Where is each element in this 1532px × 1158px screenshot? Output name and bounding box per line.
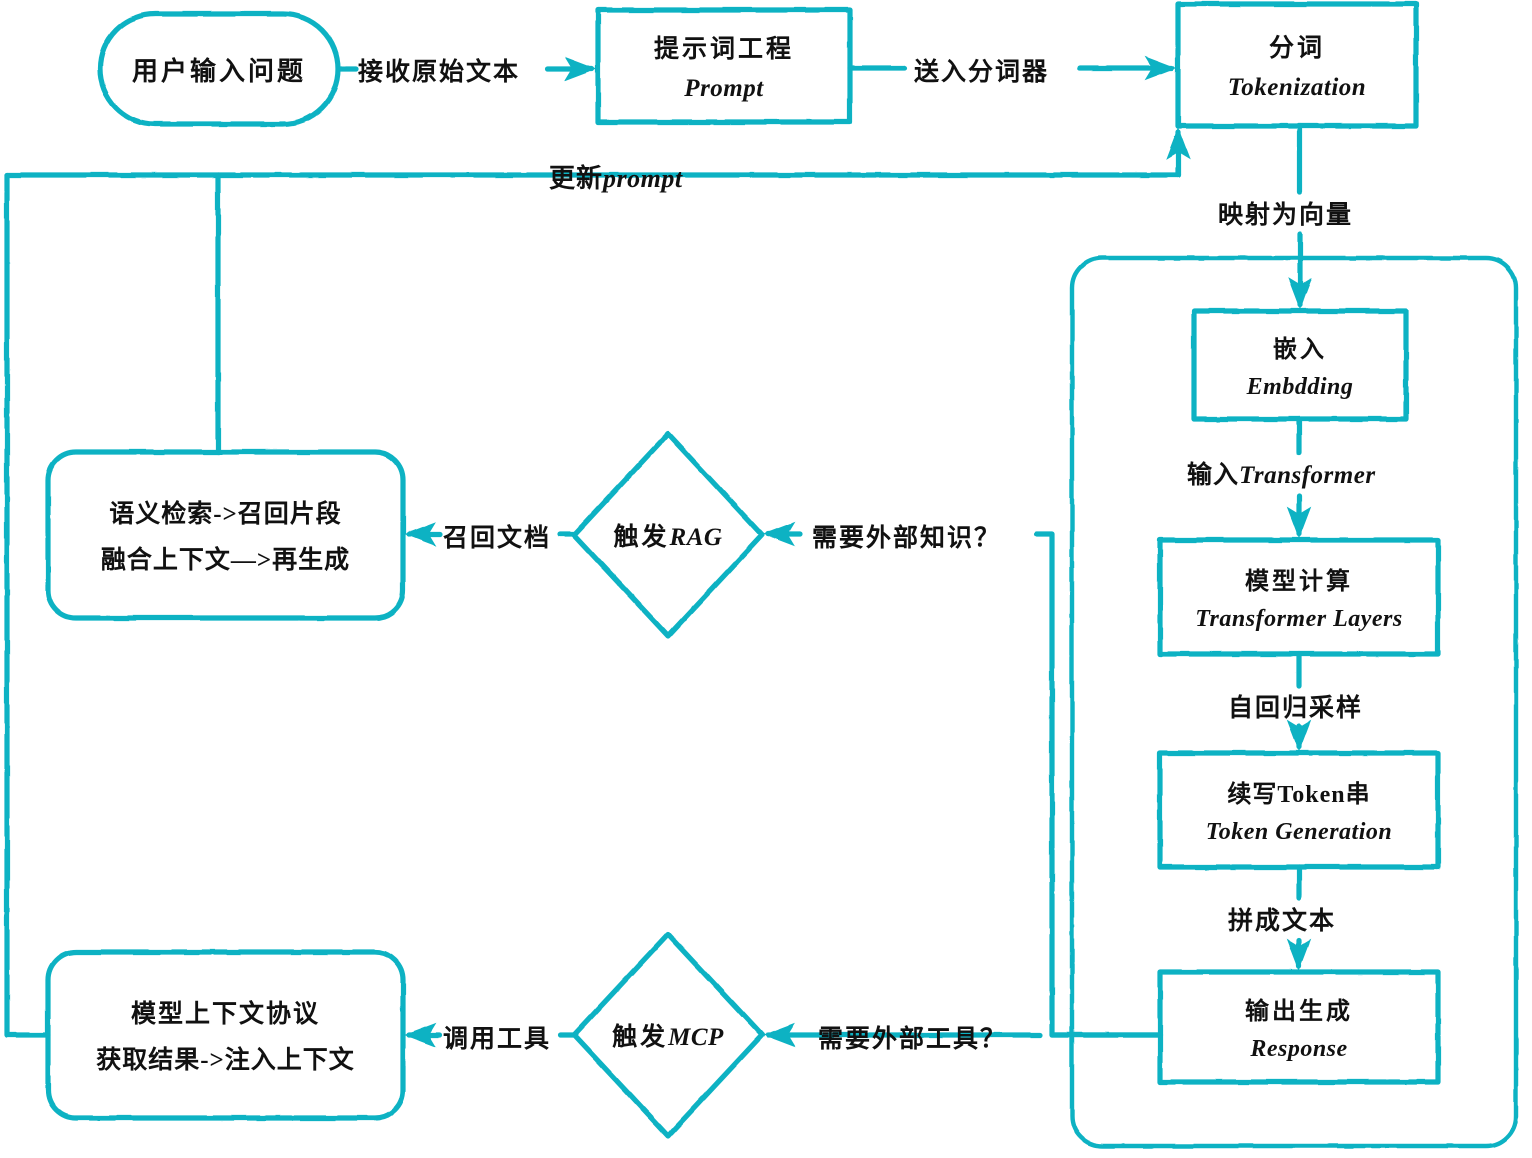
rag-result-line2: 融合上下文—>再生成 xyxy=(100,547,351,574)
rag-result-line1: 语义检索->召回片段 xyxy=(109,501,342,528)
update-prompt-en: prompt xyxy=(603,164,683,193)
mcp-result-line2: 获取结果->注入上下文 xyxy=(96,1047,355,1074)
edge-mcp-loopback xyxy=(4,172,51,1038)
transformer-cn: 模型计算 xyxy=(1245,569,1353,595)
node-label-rag-result: 语义检索->召回片段 融合上下文—>再生成 xyxy=(48,452,403,618)
node-label-prompt: 提示词工程 Prompt xyxy=(598,10,850,122)
node-shape-mcp-decision xyxy=(571,931,765,1139)
tokenization-cn: 分词 xyxy=(1268,35,1325,62)
node-label-transformer: 模型计算 Transformer Layers xyxy=(1160,540,1438,654)
response-en: Response xyxy=(1250,1036,1348,1062)
transformer-en: Transformer Layers xyxy=(1195,606,1403,632)
tokengen-en: Token Generation xyxy=(1205,819,1393,845)
tokengen-cn: 续写Token串 xyxy=(1227,782,1371,808)
rag-en: RAG xyxy=(669,524,723,551)
tokenization-en: Tokenization xyxy=(1227,74,1367,101)
edge-response-rag xyxy=(1034,531,1163,1038)
embedding-cn: 嵌入 xyxy=(1273,337,1327,363)
edge-label-recall-doc: 召回文档 xyxy=(443,525,552,552)
inference-container xyxy=(1069,255,1519,1149)
prompt-cn: 提示词工程 xyxy=(653,36,794,63)
edge-label-transformer-tokengen: 自回归采样 xyxy=(1228,695,1364,722)
node-shape-tokenization xyxy=(1175,1,1419,129)
mcp-result-line1: 模型上下文协议 xyxy=(130,1001,320,1028)
mcp-decision-text: 触发 MCP xyxy=(612,1017,724,1053)
prompt-en: Prompt xyxy=(684,75,764,102)
node-label-mcp-decision: 触发 MCP xyxy=(574,934,762,1136)
edge-label-prompt-tokenization: 送入分词器 xyxy=(914,59,1050,86)
node-label-rag-decision: 触发 RAG xyxy=(574,434,762,636)
embed-transformer-cn: 输入 xyxy=(1187,462,1240,489)
edge-label-call-tool: 调用工具 xyxy=(443,1026,552,1053)
user-input-cn: 用户输入问题 xyxy=(131,56,306,86)
node-label-mcp-result: 模型上下文协议 获取结果->注入上下文 xyxy=(48,952,403,1118)
node-shape-response xyxy=(1157,969,1441,1085)
mcp-en: MCP xyxy=(668,1024,724,1051)
embedding-en: Embdding xyxy=(1246,374,1354,400)
edge-label-need-knowledge: 需要外部知识？ xyxy=(812,525,1002,552)
rag-decision-text: 触发 RAG xyxy=(614,517,723,553)
edge-label-need-tools: 需要外部工具？ xyxy=(818,1026,1008,1053)
node-label-user-input: 用户输入问题 xyxy=(100,14,338,124)
node-shape-rag-result xyxy=(45,449,406,621)
node-shape-rag-decision xyxy=(571,431,765,639)
response-cn: 输出生成 xyxy=(1245,999,1353,1025)
edge-label-tokengen-response: 拼成文本 xyxy=(1228,908,1337,935)
node-label-embedding: 嵌入 Embdding xyxy=(1194,311,1406,419)
edge-label-update-prompt: 更新prompt xyxy=(549,158,683,195)
node-label-response: 输出生成 Response xyxy=(1160,972,1438,1082)
edge-label-input-prompt: 接收原始文本 xyxy=(358,59,521,86)
node-label-token-generation: 续写Token串 Token Generation xyxy=(1160,753,1438,867)
rag-cn: 触发 xyxy=(613,524,670,551)
node-label-tokenization: 分词 Tokenization xyxy=(1178,4,1416,126)
mcp-cn: 触发 xyxy=(612,1024,669,1051)
update-prompt-cn: 更新 xyxy=(549,164,604,193)
edge-label-tokenization-embedding: 映射为向量 xyxy=(1218,202,1354,229)
edge-label-embedding-transformer: 输入Transformer xyxy=(1187,455,1376,491)
embed-transformer-en: Transformer xyxy=(1239,462,1376,489)
